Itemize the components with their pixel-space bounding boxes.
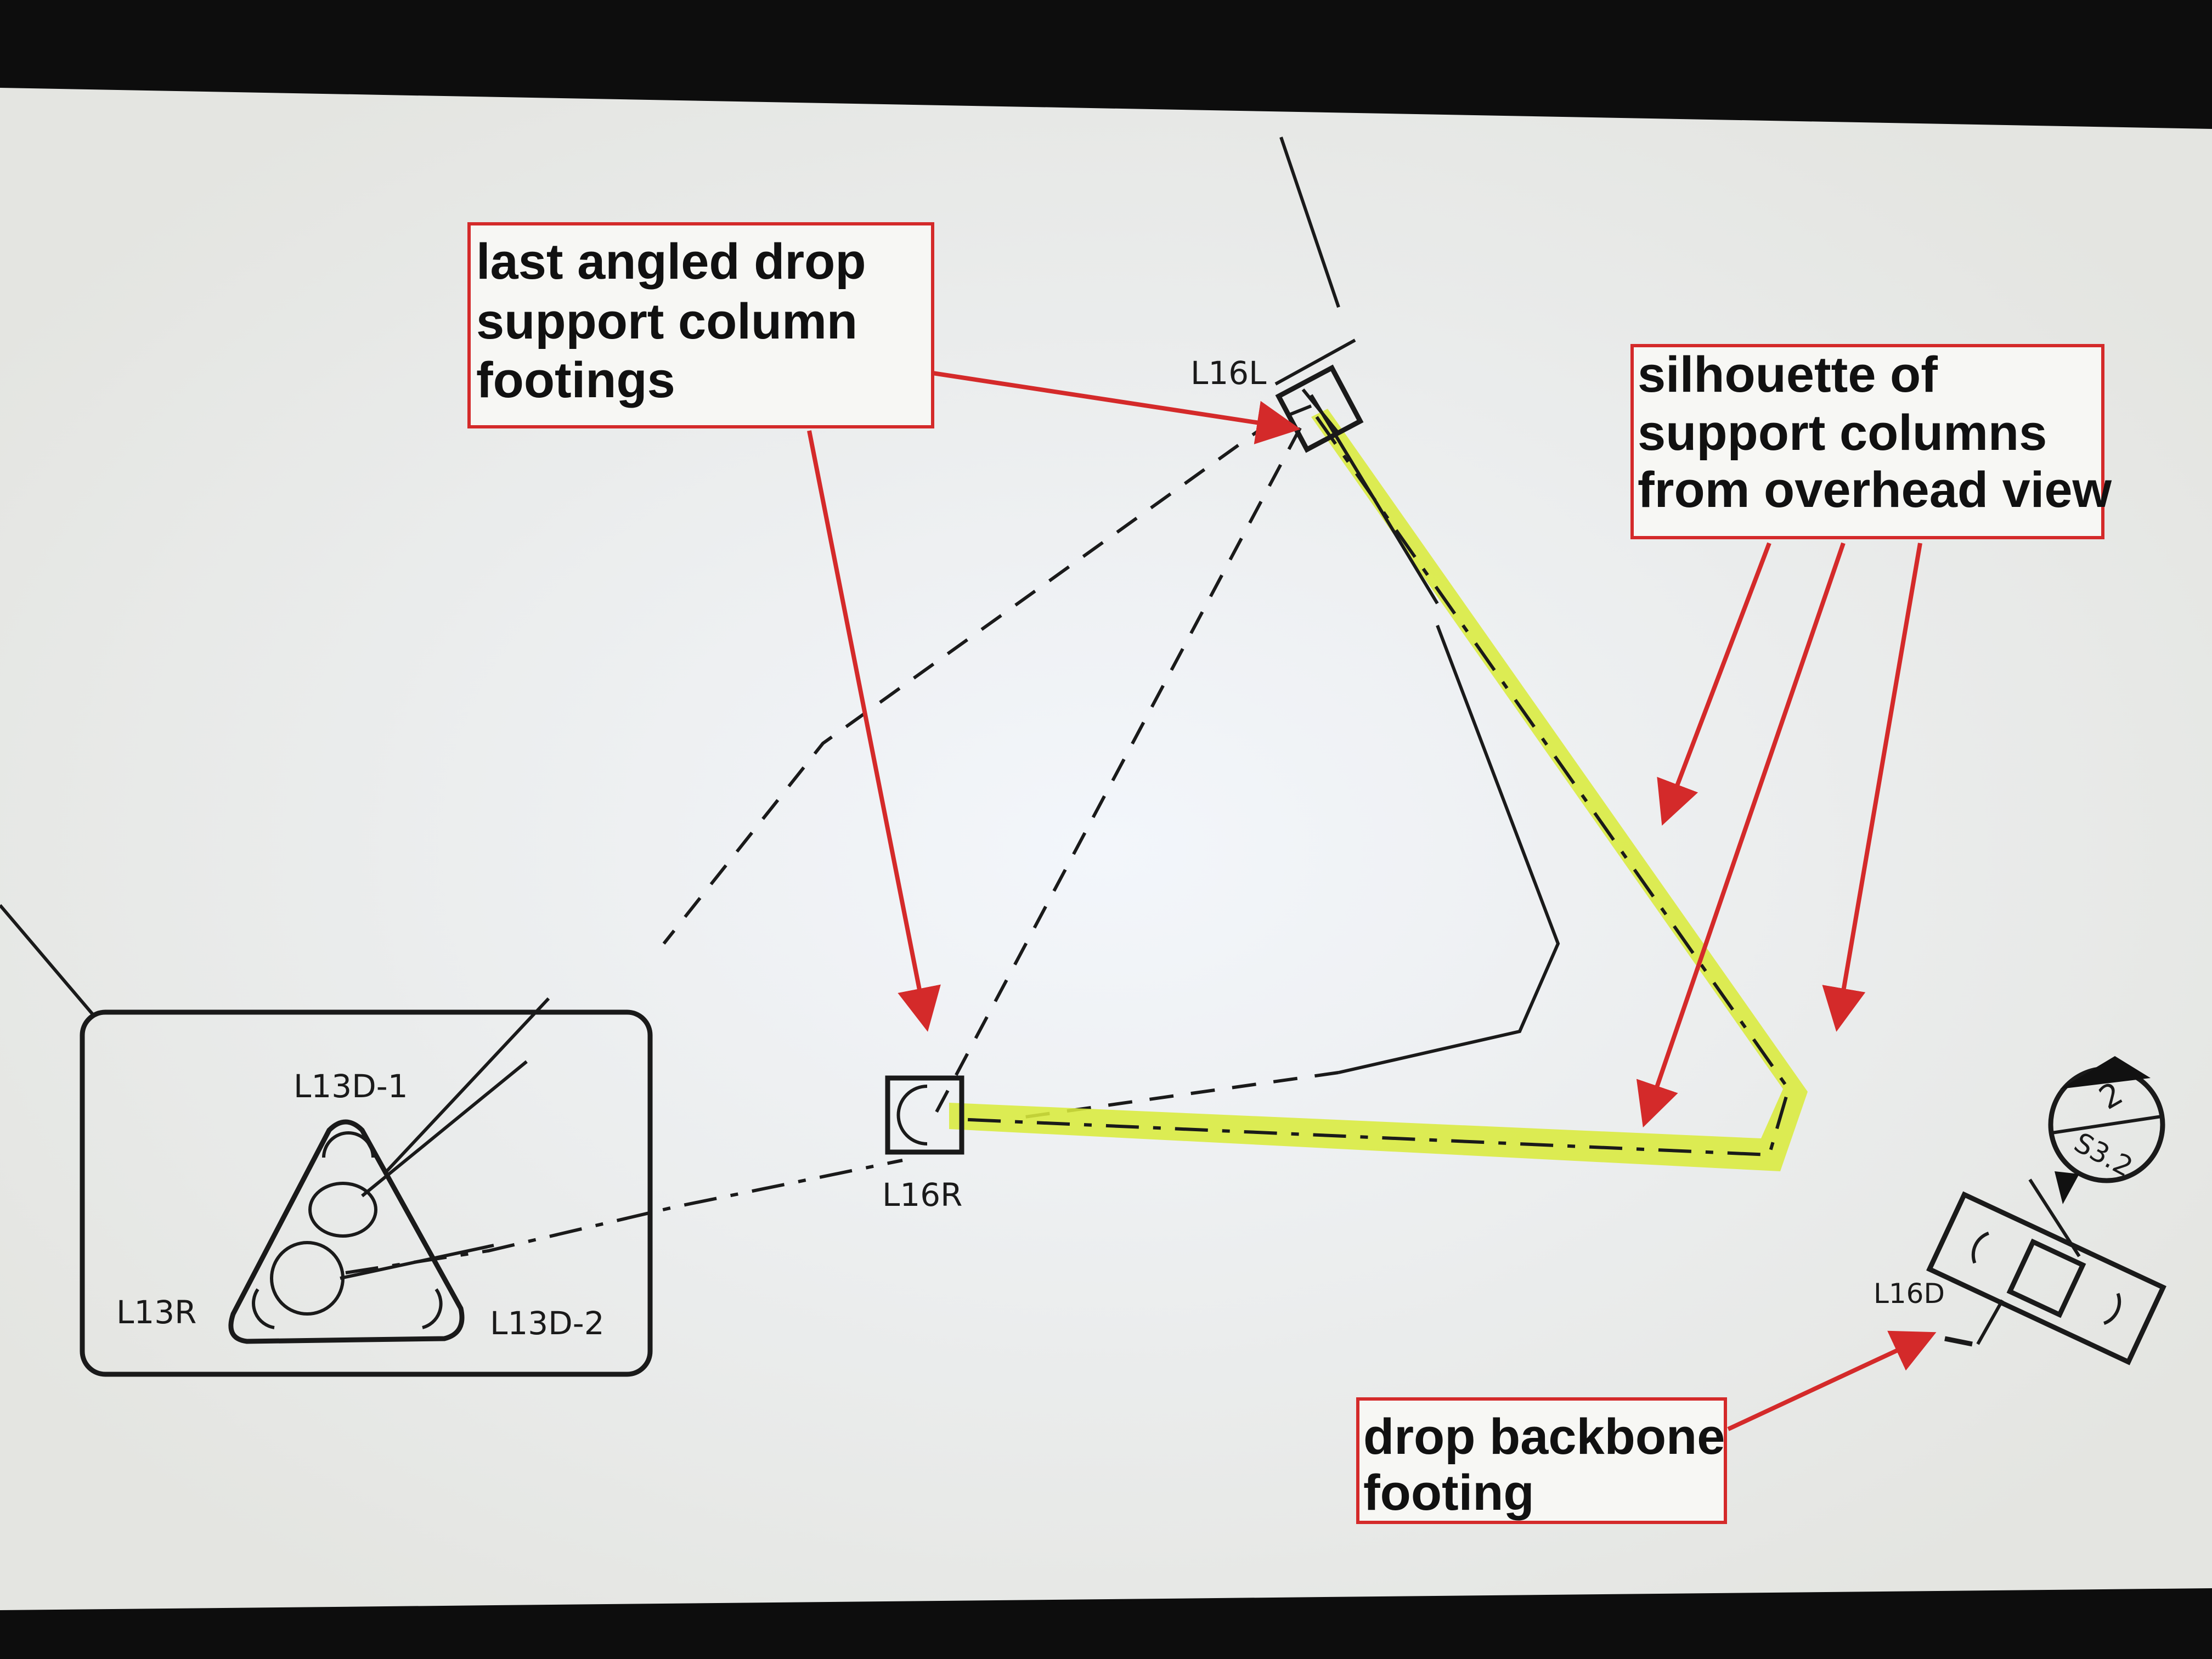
silhouette-centerline [957, 416, 1791, 1157]
callout-silhouette-line-1: silhouette of [1638, 347, 1938, 403]
label-l16d: L16D [1874, 1278, 1945, 1310]
callout-silhouette-line-2: support columns [1638, 405, 2047, 461]
label-l16l: L16L [1190, 354, 1266, 392]
callout-silhouette: silhouette of support columns from overh… [1630, 344, 2112, 539]
callout-backbone-line-1: drop backbone [1363, 1409, 1725, 1465]
label-l13d2: L13D-2 [490, 1305, 605, 1342]
callout-backbone-line-2: footing [1363, 1465, 1534, 1521]
label-l16r: L16R [882, 1176, 962, 1214]
callout-footings-line-2: support column [476, 294, 857, 349]
callout-footings: last angled drop support column footings [467, 222, 934, 428]
footing-l16d [1926, 1191, 2166, 1365]
callout-footings-line-3: footings [476, 352, 675, 408]
callout-arrows [807, 371, 1937, 1431]
label-l13d1: L13D-1 [294, 1068, 408, 1105]
footing-l16r [885, 1075, 964, 1155]
screen-surface [0, 88, 2212, 1610]
callout-backbone: drop backbone footing [1356, 1397, 1727, 1524]
label-l13r: L13R [116, 1294, 196, 1331]
callout-footings-line-1: last angled drop [476, 234, 866, 290]
footing-group-l13 [80, 1009, 653, 1377]
callout-silhouette-line-3: from overhead view [1638, 462, 2112, 518]
